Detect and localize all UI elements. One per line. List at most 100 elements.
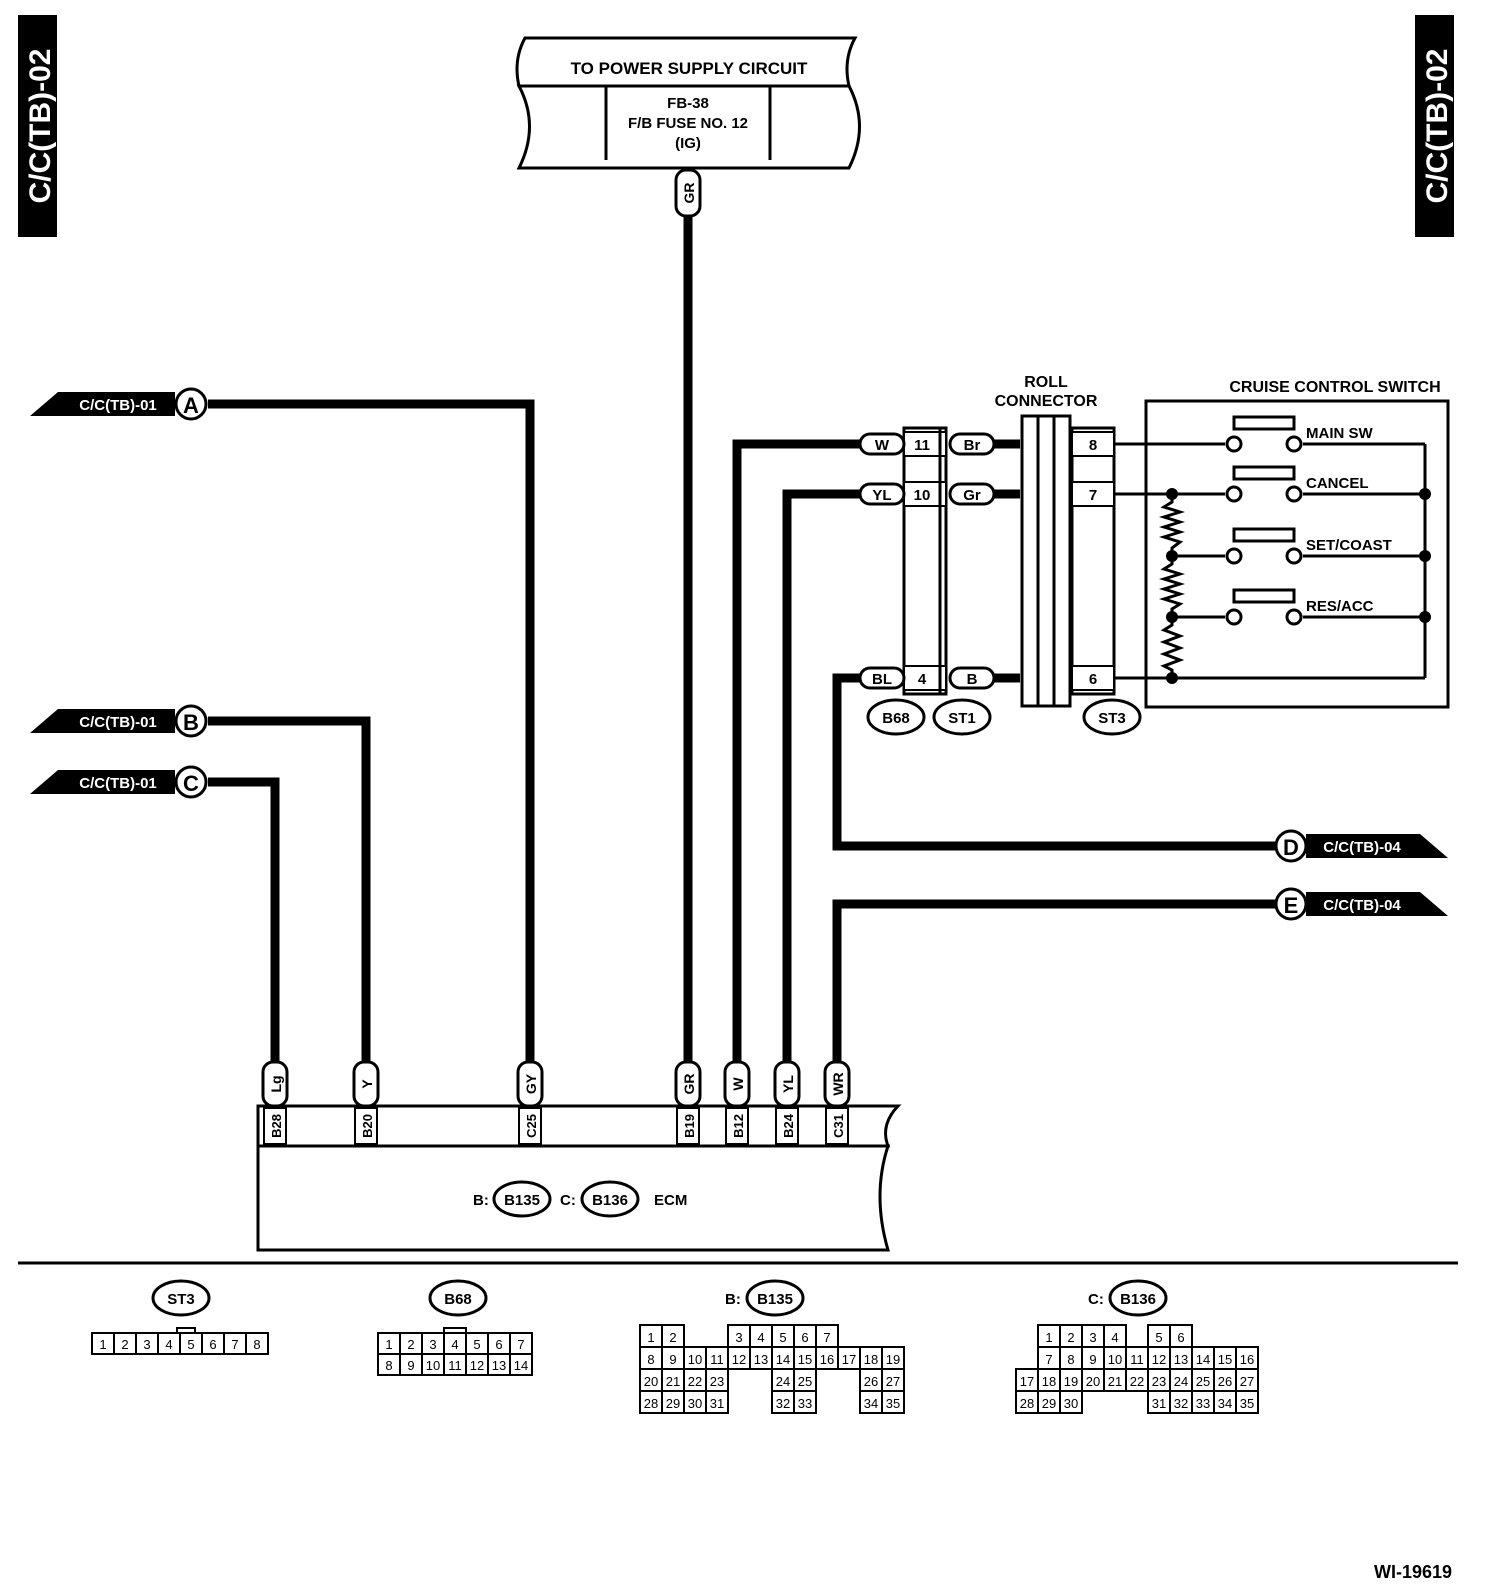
connector-pin-label: 4 (757, 1330, 764, 1345)
offpage-in-c: C/C(TB)-01 C (30, 765, 208, 799)
connector-pin-label: 6 (801, 1330, 808, 1345)
connector-pin-label: 32 (776, 1396, 790, 1411)
connector-pin-label: 6 (495, 1337, 502, 1352)
b68-st1-connector: W 11 Br YL 10 Gr BL 4 B B68 ST1 (858, 426, 996, 736)
connector-pin-label: 18 (864, 1352, 878, 1367)
connector-pin-label: 12 (732, 1352, 746, 1367)
connector-pin-label: 29 (1042, 1396, 1056, 1411)
ecm-terminal-pin: C25 (524, 1114, 539, 1138)
connector-view-title-b136: C: B136 (1088, 1279, 1168, 1317)
connector-view-id: B136 (1120, 1291, 1156, 1308)
switch-res-acc: RES/ACC (1225, 588, 1374, 626)
connector-pin-label: 27 (886, 1374, 900, 1389)
power-supply-box: TO POWER SUPPLY CIRCUIT FB-38 F/B FUSE N… (515, 36, 861, 170)
connector-pin-label: 17 (1020, 1374, 1034, 1389)
connector-view-prefix: C: (1088, 1291, 1104, 1308)
ecm-terminal-wire: YL (780, 1075, 796, 1093)
connector-pin-label: 28 (644, 1396, 658, 1411)
connector-pin-label: 7 (231, 1337, 238, 1352)
page-tag-right-text: C/C(TB)-02 (1421, 49, 1454, 204)
st3-pin-8: 8 (1089, 437, 1097, 454)
st3-pin-6: 6 (1089, 671, 1097, 688)
connector-view-prefix: B: (725, 1291, 741, 1308)
connector-pin-label: 8 (647, 1352, 654, 1367)
ecm-terminal-pin: B28 (269, 1114, 284, 1138)
connector-view-id: ST3 (167, 1291, 195, 1308)
connector-pin-label: 6 (1177, 1330, 1184, 1345)
power-wire-pill: GR (674, 168, 702, 218)
connector-pin-label: 23 (1152, 1374, 1166, 1389)
ecm-terminal-wire: Lg (268, 1075, 284, 1092)
connector-pin-label: 2 (1067, 1330, 1074, 1345)
fuse-label-3: (IG) (675, 135, 701, 152)
connector-pin-label: 10 (688, 1352, 702, 1367)
ecm-terminal-pin: B19 (682, 1114, 697, 1138)
connector-pin-label: 8 (253, 1337, 260, 1352)
connector-pin-cell (705, 1390, 729, 1414)
connector-pin-label: 13 (492, 1358, 506, 1373)
connector-pin-label: 35 (886, 1396, 900, 1411)
connector-pin-label: 12 (470, 1358, 484, 1373)
st3-pin-7: 7 (1089, 487, 1097, 504)
offpage-c-letter: C (183, 771, 199, 796)
connector-pin-label: 5 (779, 1330, 786, 1345)
connector-pin-cell (509, 1353, 533, 1376)
offpage-c-ref: C/C(TB)-01 (79, 775, 157, 792)
connector-pin-label: 3 (1089, 1330, 1096, 1345)
connector-pin-label: 32 (1174, 1396, 1188, 1411)
b68-pin-11: 11 (914, 437, 930, 454)
connector-pin-label: 22 (1130, 1374, 1144, 1389)
figure-id: WI-19619 (1374, 1562, 1452, 1582)
switch-label-main: MAIN SW (1306, 425, 1374, 442)
connector-pin-label: 28 (1020, 1396, 1034, 1411)
wire-yl-cancel (782, 489, 862, 1062)
st1-wire-b: B (967, 671, 978, 688)
connector-pin-label: 5 (473, 1337, 480, 1352)
connector-pin-label: 2 (669, 1330, 676, 1345)
connector-pin-label: 14 (514, 1358, 528, 1373)
connector-view-title-b68: B68 (428, 1279, 488, 1317)
connector-pin-label: 24 (776, 1374, 790, 1389)
connector-pin-label: 7 (823, 1330, 830, 1345)
b68-pin-10: 10 (914, 487, 931, 504)
offpage-e-ref: C/C(TB)-04 (1323, 897, 1401, 914)
connector-pin-label: 21 (666, 1374, 680, 1389)
connector-view-id: B135 (757, 1291, 793, 1308)
st3-connector: 8 7 6 ST3 (1070, 426, 1142, 736)
ecm-terminal-pin: B12 (731, 1114, 746, 1138)
offpage-d-ref: C/C(TB)-04 (1323, 839, 1401, 856)
b68-connector-id: B68 (882, 710, 910, 727)
offpage-a-letter: A (183, 393, 199, 418)
offpage-out-d: D C/C(TB)-04 (1274, 829, 1448, 863)
st1-connector-id: ST1 (948, 710, 976, 727)
ecm-label: ECM (654, 1192, 687, 1209)
ecm-b-prefix: B: (473, 1192, 489, 1209)
connector-pin-label: 8 (1067, 1352, 1074, 1367)
connector-pin-label: 6 (209, 1337, 216, 1352)
connector-pin-label: 19 (886, 1352, 900, 1367)
connector-pin-label: 35 (1240, 1396, 1254, 1411)
connector-pin-label: 11 (448, 1358, 462, 1373)
offpage-b-ref: C/C(TB)-01 (79, 714, 157, 731)
connector-pin-label: 1 (1045, 1330, 1052, 1345)
connector-pin-label: 12 (1152, 1352, 1166, 1367)
connector-pin-label: 11 (1130, 1352, 1144, 1367)
ecm-b-connector: B135 (504, 1192, 540, 1209)
ecm-c-connector: B136 (592, 1192, 628, 1209)
st3-connector-id: ST3 (1098, 710, 1126, 727)
connector-pin-label: 9 (407, 1358, 414, 1373)
ecm-terminal-wire: GR (681, 1074, 697, 1095)
offpage-d-letter: D (1283, 835, 1299, 860)
switch-main: MAIN SW (1225, 415, 1374, 453)
connector-pin-cell (881, 1390, 905, 1414)
connector-view-id: B68 (444, 1291, 472, 1308)
b68-pin-4: 4 (918, 671, 927, 688)
connector-pin-label: 34 (864, 1396, 878, 1411)
